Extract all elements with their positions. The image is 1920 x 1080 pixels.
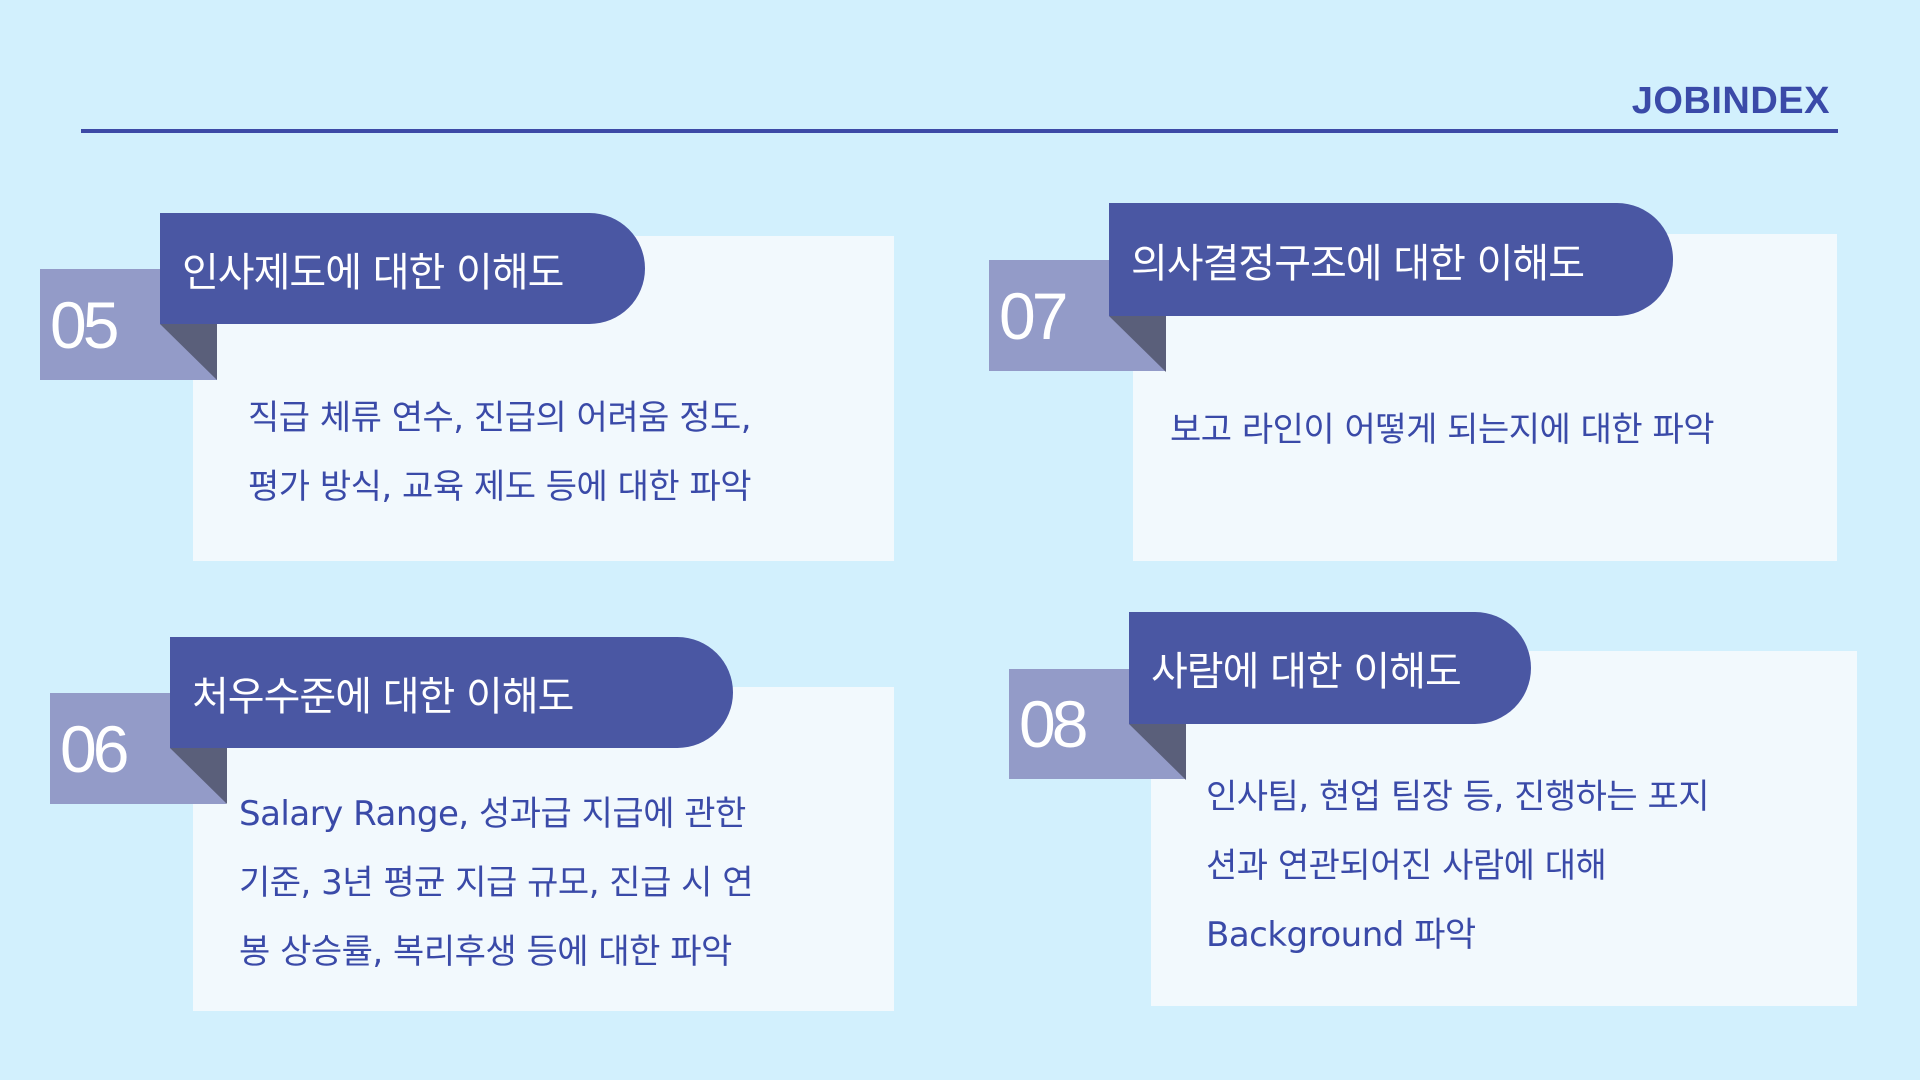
card-description: 인사팀, 현업 팀장 등, 진행하는 포지 션과 연관되어진 사람에 대해 Ba… [1206, 763, 1710, 970]
header-divider [81, 129, 1838, 133]
description-line: 인사팀, 현업 팀장 등, 진행하는 포지 [1206, 777, 1710, 817]
ribbon-fold [160, 324, 217, 380]
description-line: Salary Range, 성과급 지급에 관한 [239, 794, 746, 834]
card-description: Salary Range, 성과급 지급에 관한 기준, 3년 평균 지급 규모… [239, 780, 754, 987]
card-title: 처우수준에 대한 이해도 [170, 637, 733, 748]
ribbon-fold [1109, 316, 1166, 372]
description-line: 션과 연관되어진 사람에 대해 [1206, 846, 1607, 886]
description-line: 직급 체류 연수, 진급의 어려움 정도, [248, 398, 752, 438]
ribbon-fold [1129, 724, 1186, 780]
description-line: 기준, 3년 평균 지급 규모, 진급 시 연 [239, 863, 754, 903]
description-line: 보고 라인이 어떻게 되는지에 대한 파악 [1170, 410, 1715, 450]
card-title: 사람에 대한 이해도 [1129, 612, 1531, 724]
brand-logo-text: JOBINDEX [1631, 80, 1830, 122]
card-title: 의사결정구조에 대한 이해도 [1109, 203, 1673, 316]
card-title: 인사제도에 대한 이해도 [160, 213, 645, 324]
description-line: 평가 방식, 교육 제도 등에 대한 파악 [248, 467, 752, 507]
card-description: 직급 체류 연수, 진급의 어려움 정도, 평가 방식, 교육 제도 등에 대한… [248, 384, 752, 522]
description-line: Background 파악 [1206, 915, 1476, 955]
card-description: 보고 라인이 어떻게 되는지에 대한 파악 [1170, 396, 1715, 465]
ribbon-fold [170, 748, 227, 804]
description-line: 봉 상승률, 복리후생 등에 대한 파악 [239, 932, 732, 972]
